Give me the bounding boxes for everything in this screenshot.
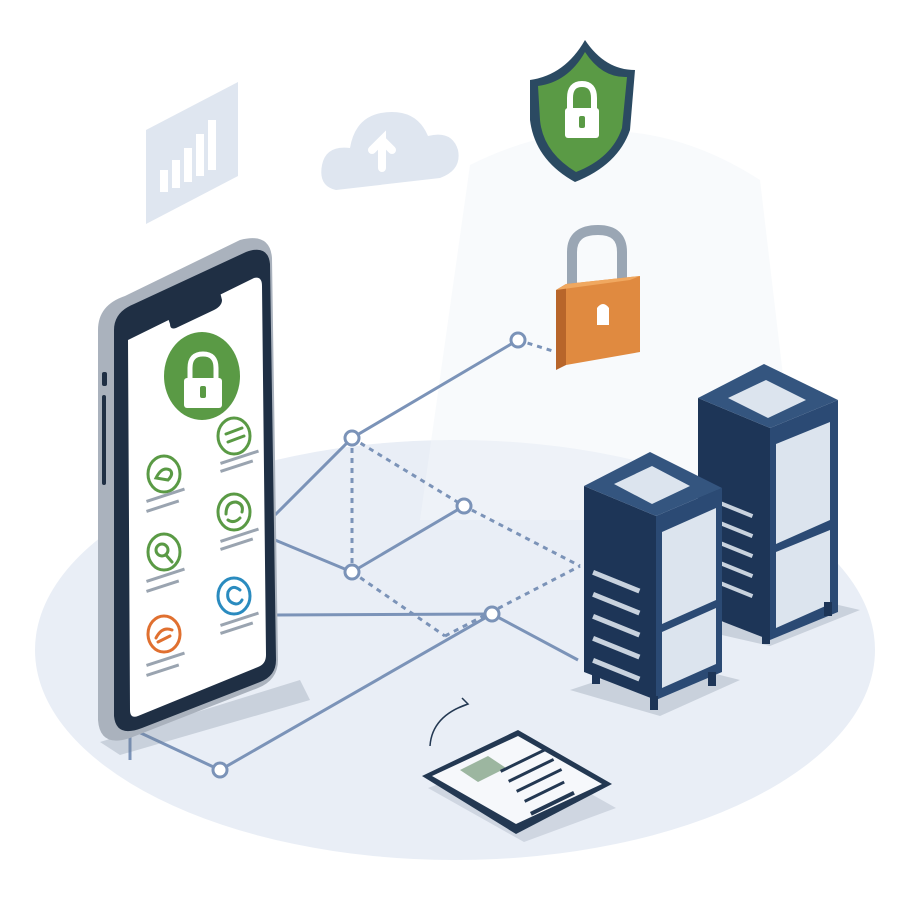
server-rack-icon [698, 364, 860, 646]
network-node [343, 563, 361, 581]
network-node [211, 761, 229, 779]
alert-icon [146, 614, 182, 654]
text-line [145, 651, 185, 667]
copyright-icon [216, 576, 252, 616]
bar-chart-icon [146, 82, 238, 224]
server-rack-icon [570, 452, 740, 716]
text-line [220, 621, 254, 635]
text-line [146, 487, 185, 503]
network-nodes [211, 331, 527, 779]
network-node [455, 497, 473, 515]
padlock-icon [556, 224, 640, 370]
refresh-icon [216, 492, 252, 532]
handshake-icon [146, 454, 182, 494]
text-line [146, 567, 185, 583]
transfer-icon [216, 416, 252, 456]
text-line [146, 579, 180, 593]
shield-lock-icon [530, 40, 635, 182]
text-line [146, 499, 180, 513]
id-card-icon [422, 697, 616, 842]
network-node [483, 605, 501, 623]
network-node [509, 331, 527, 349]
side-button [102, 395, 106, 485]
smartphone [98, 238, 310, 755]
cloud-upload-icon [321, 112, 459, 190]
text-line [220, 449, 259, 465]
text-line [220, 537, 254, 551]
text-line [220, 527, 259, 543]
side-button [102, 372, 107, 386]
text-line [219, 611, 259, 627]
text-line [146, 663, 180, 677]
network-node [343, 429, 361, 447]
lock-icon [164, 332, 240, 420]
search-icon [146, 532, 182, 572]
text-line [220, 459, 254, 473]
